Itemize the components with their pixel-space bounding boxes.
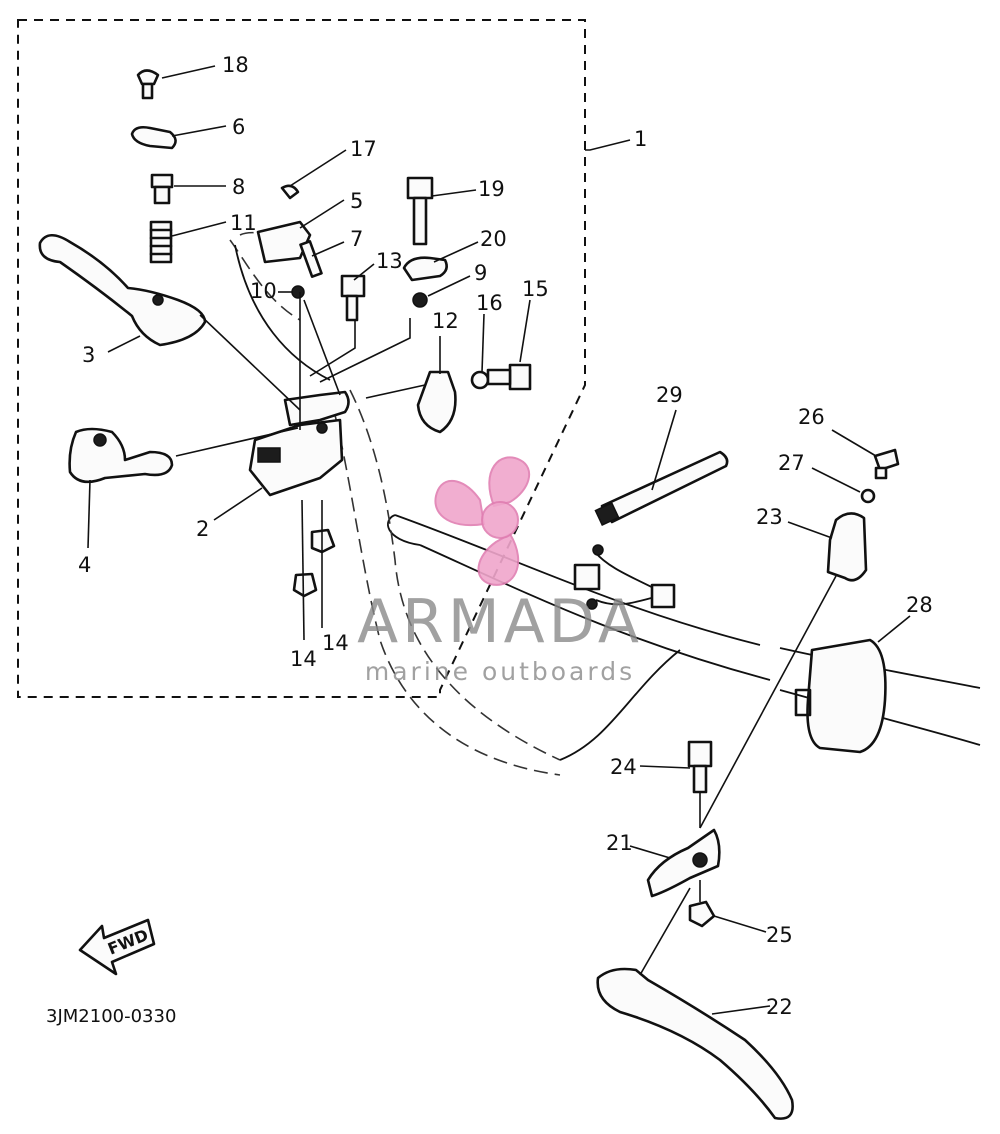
- callout-14b: 14: [322, 631, 349, 655]
- callout-15: 15: [522, 277, 549, 301]
- part-band-29: [600, 450, 729, 524]
- part-bracket-21: [646, 828, 721, 898]
- callout-26: 26: [798, 405, 825, 429]
- callout-5: 5: [350, 189, 363, 213]
- callout-21: 21: [606, 831, 633, 855]
- part-bolt-24: [687, 740, 713, 794]
- callout-22: 22: [766, 995, 793, 1019]
- assembly-box: [17, 19, 586, 698]
- callout-27: 27: [778, 451, 805, 475]
- diagram-code: 3JM2100-0330: [46, 1006, 176, 1027]
- propeller-logo: [434, 456, 530, 586]
- part-nut-14: [292, 572, 318, 598]
- part-switch-28: [806, 638, 887, 754]
- callout-6: 6: [232, 115, 245, 139]
- callout-28: 28: [906, 593, 933, 617]
- part-bolt-15: [486, 363, 532, 391]
- callout-17: 17: [350, 137, 377, 161]
- callout-3: 3: [82, 343, 95, 367]
- part-pivot-8: [150, 173, 174, 205]
- callout-25: 25: [766, 923, 793, 947]
- callout-16: 16: [476, 291, 503, 315]
- callout-24: 24: [610, 755, 637, 779]
- forward-arrow: FWD: [78, 918, 156, 976]
- callout-10: 10: [250, 279, 277, 303]
- callout-11: 11: [230, 211, 257, 235]
- callout-9: 9: [474, 261, 487, 285]
- part-clip-17: [280, 184, 300, 200]
- callout-12: 12: [432, 309, 459, 333]
- callout-7: 7: [350, 227, 363, 251]
- callout-4: 4: [78, 553, 91, 577]
- part-bracket-5: [256, 220, 312, 264]
- callout-18: 18: [222, 53, 249, 77]
- part-holder-23: [826, 512, 868, 582]
- watermark: ARMADA marine outboards: [357, 456, 643, 686]
- watermark-brand: ARMADA: [357, 587, 643, 657]
- part-nut-10: [291, 285, 305, 299]
- leader-lines: [87, 65, 911, 1015]
- wire-harness: [573, 544, 676, 610]
- callout-29: 29: [656, 383, 683, 407]
- part-nut-25: [688, 900, 716, 928]
- callout-8: 8: [232, 175, 245, 199]
- callout-20: 20: [480, 227, 507, 251]
- part-pin-7: [299, 240, 323, 278]
- part-bolt-19: [406, 176, 434, 246]
- callout-23: 23: [756, 505, 783, 529]
- part-bracket-4: [68, 427, 174, 484]
- part-plate-20: [402, 256, 448, 282]
- part-lever-22: [596, 967, 794, 1120]
- part-washer-16: [470, 370, 490, 390]
- part-screw-18: [136, 69, 160, 100]
- callout-14a: 14: [290, 647, 317, 671]
- part-clamp-12: [416, 370, 457, 434]
- callout-2: 2: [196, 517, 209, 541]
- callout-labels: 1 2 3 4 5 6 7 8 9 10 11 12 13 14 14 15 1…: [78, 53, 933, 1019]
- callout-19: 19: [478, 177, 505, 201]
- part-nut-14: [310, 528, 336, 554]
- watermark-tagline: marine outboards: [365, 657, 635, 686]
- part-lever-3: [38, 233, 207, 347]
- part-washer-27: [860, 488, 876, 504]
- part-body-2: [248, 418, 344, 497]
- part-spring-11: [149, 220, 173, 264]
- part-plate-6: [130, 125, 177, 150]
- part-collar-9: [412, 292, 428, 308]
- callout-13: 13: [376, 249, 403, 273]
- part-bolt-13: [340, 274, 366, 322]
- callout-1: 1: [634, 127, 647, 151]
- part-screw-26: [873, 448, 900, 480]
